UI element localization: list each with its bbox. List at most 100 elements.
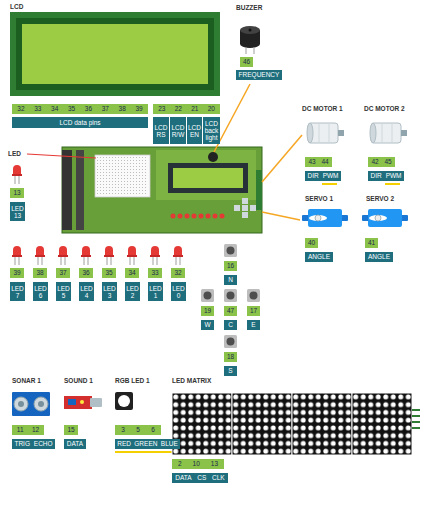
board-lcd-frame [168, 163, 248, 193]
signal-label-box: DIRPWM [305, 171, 341, 181]
pin-number: 13 [13, 188, 20, 198]
pin-number: 2 [178, 459, 182, 469]
highlight-underline [385, 183, 400, 185]
board-panel [156, 150, 256, 200]
pin-number: 18 [227, 352, 234, 362]
board-header [76, 150, 84, 230]
signal-name: CS [197, 473, 206, 483]
pin-number: 5 [136, 425, 140, 435]
servo-icon [302, 209, 348, 227]
pin-number: 15 [67, 425, 74, 435]
breadboard [95, 155, 150, 197]
signal-label-box: LED 2 [125, 282, 140, 301]
board-led [185, 214, 190, 219]
button-icon [224, 244, 237, 257]
board-connector [256, 170, 262, 210]
component-name: SERVO 2 [366, 195, 394, 203]
signal-label-box: LCD RS [153, 117, 169, 144]
button-icon [247, 289, 260, 302]
pin-number: 39 [13, 268, 20, 278]
pin-number: 11 [17, 425, 24, 435]
signal-name: LED 6 [34, 285, 47, 299]
pin-number: 17 [250, 306, 257, 316]
signal-name: LCD EN [188, 124, 201, 138]
board-button [234, 205, 240, 211]
board-led [192, 214, 197, 219]
pin-number: 47 [227, 306, 234, 316]
board-button [242, 205, 248, 211]
sound-board [64, 396, 92, 409]
signal-label-box: N [224, 275, 237, 285]
pin-number: 3 [121, 425, 125, 435]
pin-number-box: 46 [240, 57, 253, 67]
pin-number-box: 40 [305, 238, 318, 248]
buzzer-pin [246, 47, 247, 54]
led-icon [81, 246, 91, 265]
pin-number: 42 [371, 157, 378, 167]
highlight-underline [322, 183, 337, 185]
signal-name: ANGLE [368, 252, 390, 262]
pin-number-box: 35 [102, 268, 116, 278]
pin-number: 37 [102, 104, 109, 114]
signal-label-box: ANGLE [305, 252, 333, 262]
signal-name: C [228, 320, 233, 330]
pin-number: 46 [243, 57, 250, 67]
led-icon [173, 246, 183, 265]
board-button [242, 198, 248, 204]
dc-motor-icon [307, 123, 344, 143]
matrix-pin [412, 421, 420, 423]
sound-mic [90, 398, 102, 407]
signal-label-box: LCD EN [187, 117, 202, 144]
sonar-mesh [18, 401, 24, 407]
signal-label-box: LCD back light [203, 117, 220, 144]
lcd-screen [22, 24, 208, 84]
signal-name: DIR [307, 171, 318, 181]
signal-label-box: W [201, 320, 214, 330]
signal-name: LED 0 [172, 285, 185, 299]
signal-label-box: DIRPWM [368, 171, 404, 181]
signal-name: LED 3 [103, 285, 116, 299]
pin-number: 36 [85, 104, 92, 114]
board-led [171, 214, 176, 219]
signal-name: CLK [212, 473, 225, 483]
board-led [213, 214, 218, 219]
rgb-led-body [115, 392, 133, 410]
pin-number-box: 36 [79, 268, 93, 278]
pin-number: 21 [191, 104, 198, 114]
pin-number: 16 [227, 261, 234, 271]
signal-name: LED 13 [11, 205, 24, 219]
pin-number-box: 1112 [12, 425, 44, 435]
pin-number: 6 [151, 425, 155, 435]
pin-number: 32 [174, 268, 181, 278]
led-icon [104, 246, 114, 265]
signal-name: LED 5 [57, 285, 70, 299]
signal-label-box: LED 3 [102, 282, 117, 301]
pin-number: 37 [59, 268, 66, 278]
pin-number: 35 [105, 268, 112, 278]
signal-label-box: LED 6 [33, 282, 48, 301]
component-name: LCD [10, 3, 23, 11]
signal-label-box: FREQUENCY [236, 70, 282, 80]
pin-number-box: 16 [224, 261, 237, 271]
pin-number-box: 34 [125, 268, 139, 278]
buzzer-top [240, 26, 260, 34]
pin-number: 36 [82, 268, 89, 278]
signal-name: BLUE [161, 439, 178, 449]
signal-label-box: DATA [64, 439, 86, 449]
signal-name: LED 2 [126, 285, 139, 299]
pin-number: 45 [384, 157, 391, 167]
signal-name: W [204, 320, 210, 330]
pin-number-box: 18 [224, 352, 237, 362]
pin-number-box: 21013 [172, 459, 224, 469]
component-name: DC MOTOR 2 [364, 105, 405, 113]
sonar-transducer [34, 397, 48, 411]
buzzer-pin [254, 47, 255, 54]
pin-number: 13 [211, 459, 218, 469]
pin-number-box: 42 45 [368, 157, 395, 167]
sound-pot [68, 399, 76, 405]
pin-number: 35 [68, 104, 75, 114]
matrix-dots [172, 393, 412, 455]
component-name: LED MATRIX [172, 377, 211, 385]
button-icon [224, 335, 237, 348]
